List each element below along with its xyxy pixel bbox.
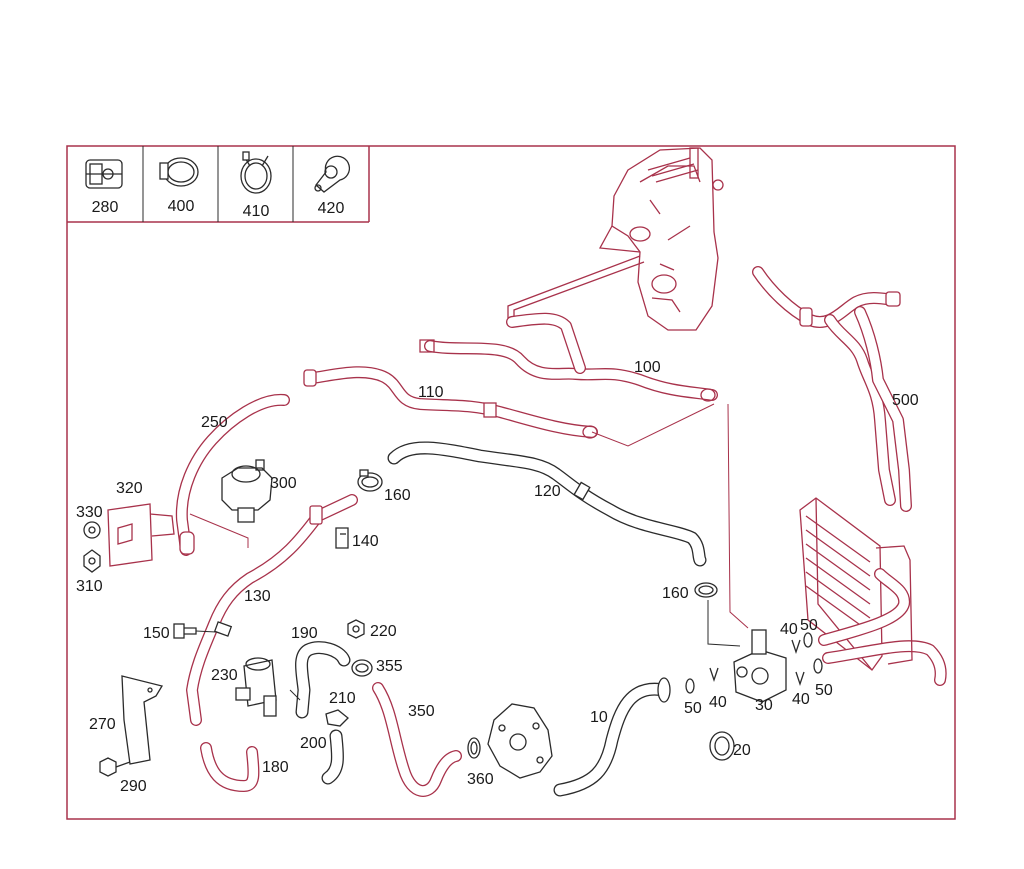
callout-350[interactable]: 350	[408, 703, 435, 720]
callout-290[interactable]: 290	[120, 778, 147, 795]
callout-50b[interactable]: 50	[800, 617, 818, 634]
valve-block-30[interactable]	[733, 629, 787, 703]
callout-190[interactable]: 190	[291, 625, 318, 642]
callout-330[interactable]: 330	[76, 504, 103, 521]
bracket-clip-icon	[85, 159, 123, 189]
callout-230[interactable]: 230	[211, 667, 238, 684]
callout-160[interactable]: 160	[384, 487, 411, 504]
clamp-160b[interactable]	[694, 582, 718, 598]
callout-20[interactable]: 20	[733, 742, 751, 759]
callout-140[interactable]: 140	[352, 533, 379, 550]
callout-30[interactable]: 30	[755, 697, 773, 714]
callout-160b[interactable]: 160	[662, 585, 689, 602]
hose-190[interactable]	[289, 641, 351, 719]
callout-270[interactable]: 270	[89, 716, 116, 733]
callout-labels: 100 110 120 250 300 320 330 310 160 140 …	[76, 359, 919, 795]
diagram-frame	[66, 145, 956, 820]
callout-210[interactable]: 210	[329, 690, 356, 707]
callout-130[interactable]: 130	[244, 588, 271, 605]
callout-50[interactable]: 50	[684, 700, 702, 717]
clip-40[interactable]	[709, 667, 719, 683]
kit-part-label: 280	[92, 199, 119, 216]
callout-100[interactable]: 100	[634, 359, 661, 376]
callout-40[interactable]: 40	[709, 694, 727, 711]
clamp-355[interactable]	[351, 659, 373, 677]
hose-clamp-icon	[159, 157, 199, 187]
callout-50c[interactable]: 50	[815, 682, 833, 699]
expansion-tank[interactable]	[598, 147, 724, 331]
hose-100[interactable]	[419, 255, 718, 402]
callout-110[interactable]: 110	[418, 384, 444, 401]
clamp-360[interactable]	[467, 737, 481, 759]
bolt-150[interactable]	[173, 623, 217, 639]
callout-355[interactable]: 355	[376, 658, 403, 675]
pump-housing[interactable]	[487, 703, 553, 779]
hose-180[interactable]	[200, 742, 260, 792]
hose-130[interactable]	[186, 494, 358, 726]
callout-500[interactable]: 500	[892, 392, 919, 409]
callout-310[interactable]: 310	[76, 578, 103, 595]
pump-300[interactable]	[221, 459, 273, 523]
clip-40b[interactable]	[791, 639, 801, 655]
bracket-320[interactable]	[83, 503, 175, 573]
nut-220[interactable]	[347, 619, 365, 639]
kit-part-label: 400	[168, 198, 195, 215]
o-ring-50[interactable]	[685, 678, 695, 694]
callout-10[interactable]: 10	[590, 709, 608, 726]
callout-200[interactable]: 200	[300, 735, 327, 752]
kit-part-label: 410	[243, 203, 270, 220]
cap-20[interactable]	[709, 731, 735, 761]
kit-part-420[interactable]: 420	[314, 155, 351, 217]
bolt-290[interactable]	[99, 757, 131, 777]
bracket-270[interactable]	[121, 675, 164, 765]
callout-320[interactable]: 320	[116, 480, 143, 497]
hose-120[interactable]	[387, 441, 707, 567]
callout-150[interactable]: 150	[143, 625, 170, 642]
callout-40c[interactable]: 40	[792, 691, 810, 708]
hose-110[interactable]	[303, 366, 715, 447]
kit-part-280[interactable]: 280	[85, 159, 123, 216]
clip-140[interactable]	[335, 527, 349, 549]
callout-360[interactable]: 360	[467, 771, 494, 788]
callout-180[interactable]: 180	[262, 759, 289, 776]
callout-250[interactable]: 250	[201, 414, 228, 431]
p-clip-icon	[314, 155, 351, 193]
o-ring-50c[interactable]	[813, 658, 823, 674]
callout-300[interactable]: 300	[270, 475, 297, 492]
clamp-160[interactable]	[357, 469, 383, 492]
hose-250[interactable]	[175, 393, 290, 556]
spring-clamp-icon	[240, 151, 272, 194]
kit-part-410[interactable]: 410	[240, 151, 272, 220]
clip-40c[interactable]	[795, 671, 805, 687]
heater-core[interactable]	[799, 497, 947, 686]
kit-part-label: 420	[318, 200, 345, 217]
kit-parts-table: 280 400 410 420	[67, 146, 370, 223]
hose-500[interactable]	[752, 266, 912, 512]
kit-part-400[interactable]: 400	[159, 157, 199, 215]
connector-210[interactable]	[325, 709, 349, 727]
hose-350[interactable]	[372, 682, 462, 797]
callout-40b[interactable]: 40	[780, 621, 798, 638]
valve-230[interactable]	[235, 657, 277, 717]
hose-200[interactable]	[321, 729, 345, 785]
callout-220[interactable]: 220	[370, 623, 397, 640]
hose-10[interactable]	[553, 677, 671, 797]
o-ring-50b[interactable]	[803, 632, 813, 648]
callout-120[interactable]: 120	[534, 483, 561, 500]
